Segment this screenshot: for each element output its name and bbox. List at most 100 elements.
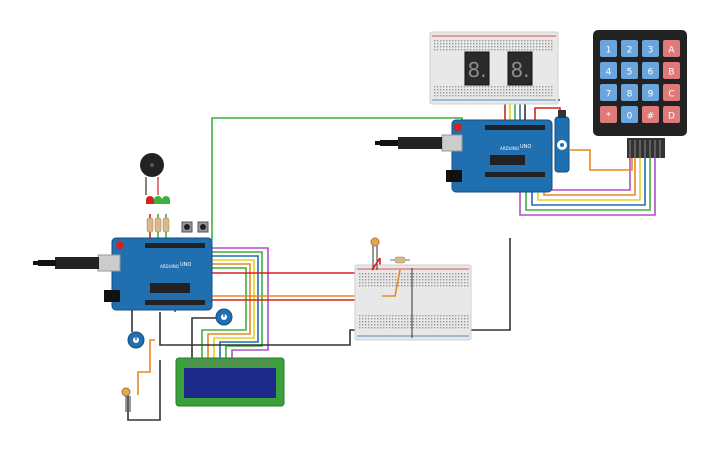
- wire-black-gnd[interactable]: [159, 238, 511, 346]
- reset-button[interactable]: [454, 123, 462, 131]
- keypad-key[interactable]: [642, 106, 659, 123]
- photoresistor-bb[interactable]: [370, 237, 380, 270]
- keypad-key[interactable]: [621, 62, 638, 79]
- wire-bb-orange[interactable]: [382, 269, 401, 297]
- resistors-led[interactable]: [146, 217, 170, 233]
- breadboard-hole: [404, 282, 406, 284]
- breadboard-hole: [443, 276, 445, 278]
- keypad-key[interactable]: [621, 84, 638, 101]
- wire-pot-orange[interactable]: [137, 339, 155, 395]
- center-breadboard[interactable]: [354, 264, 472, 341]
- keypad-key[interactable]: [642, 62, 659, 79]
- breadboard-hole: [437, 92, 439, 94]
- wire-lcd-3[interactable]: [210, 255, 259, 362]
- breadboard-hole: [449, 49, 451, 51]
- arduino-right[interactable]: UNO ARDUINO: [441, 119, 553, 193]
- breadboard-hole: [365, 318, 367, 320]
- breadboard-hole: [461, 321, 463, 323]
- breadboard-hole: [407, 276, 409, 278]
- breadboard-hole: [476, 89, 478, 91]
- push-buttons[interactable]: [181, 221, 209, 233]
- breadboard-hole: [374, 315, 376, 317]
- wire-red-power[interactable]: [189, 258, 381, 285]
- breadboard-hole: [440, 273, 442, 275]
- led-red[interactable]: [146, 196, 154, 204]
- breadboard-hole: [440, 324, 442, 326]
- keypad-key[interactable]: [600, 84, 617, 101]
- breadboard-hole: [500, 86, 502, 88]
- keypad-key[interactable]: [600, 62, 617, 79]
- breadboard-hole: [452, 86, 454, 88]
- keypad-key[interactable]: [621, 106, 638, 123]
- breadboard-hole: [482, 49, 484, 51]
- keypad-key[interactable]: [600, 106, 617, 123]
- top-breadboard[interactable]: [429, 31, 559, 105]
- breadboard-hole: [446, 43, 448, 45]
- servo-motor[interactable]: [554, 110, 570, 173]
- photoresistor[interactable]: [121, 387, 131, 412]
- led-green-2[interactable]: [162, 196, 170, 204]
- breadboard-hole: [380, 321, 382, 323]
- breadboard-hole: [380, 282, 382, 284]
- power-jack: [104, 290, 120, 302]
- wire-keypad-2[interactable]: [525, 158, 651, 211]
- breadboard-hole: [431, 321, 433, 323]
- breadboard-hole: [446, 46, 448, 48]
- breadboard-hole: [461, 282, 463, 284]
- wire-photoresistor[interactable]: [127, 360, 161, 421]
- breadboard-hole: [446, 282, 448, 284]
- breadboard-hole: [449, 282, 451, 284]
- wire-pot2-black[interactable]: [191, 317, 222, 362]
- wire-bb-red[interactable]: [371, 257, 381, 271]
- lcd-pin: [200, 360, 203, 365]
- breadboard-hole: [464, 86, 466, 88]
- breadboard-hole: [428, 273, 430, 275]
- keypad-key-label: D: [668, 112, 675, 122]
- keypad-key[interactable]: [642, 84, 659, 101]
- breadboard-hole: [485, 40, 487, 42]
- led-green-1[interactable]: [154, 196, 162, 204]
- keypad-key[interactable]: [600, 40, 617, 57]
- potentiometer-1[interactable]: [127, 331, 145, 349]
- breadboard-hole: [437, 279, 439, 281]
- wire-lcd-4[interactable]: [210, 259, 255, 362]
- wire-servo-orange[interactable]: [570, 149, 633, 171]
- breadboard-hole: [443, 273, 445, 275]
- keypad-key[interactable]: [642, 40, 659, 57]
- breadboard-hole: [518, 92, 520, 94]
- breadboard-hole: [548, 92, 550, 94]
- breadboard-hole: [428, 315, 430, 317]
- reset-button[interactable]: [116, 241, 124, 249]
- wire-green-link[interactable]: [211, 117, 463, 240]
- resistor-bb[interactable]: [390, 256, 410, 264]
- wire-lcd-2[interactable]: [210, 251, 263, 362]
- arduino-left[interactable]: UNO ARDUINO: [97, 237, 213, 311]
- breadboard-hole: [362, 273, 364, 275]
- breadboard-hole: [530, 49, 532, 51]
- wire-lcd-6[interactable]: [201, 267, 247, 362]
- wire-keypad-4[interactable]: [537, 158, 641, 201]
- keypad-key-label: 5: [627, 68, 633, 78]
- piezo-buzzer[interactable]: [140, 153, 164, 195]
- keypad-key[interactable]: [621, 40, 638, 57]
- breadboard-hole: [506, 89, 508, 91]
- keypad-key[interactable]: [663, 40, 680, 57]
- wire-lcd-5[interactable]: [207, 263, 251, 362]
- breadboard-hole: [377, 321, 379, 323]
- potentiometer-2[interactable]: [215, 308, 233, 326]
- keypad-key[interactable]: [663, 62, 680, 79]
- lcd-screen: [184, 368, 276, 398]
- wire-keypad-1[interactable]: [519, 158, 656, 216]
- breadboard-hole: [461, 279, 463, 281]
- breadboard-hole: [437, 95, 439, 97]
- lcd-display[interactable]: [175, 357, 285, 407]
- breadboard-hole: [485, 43, 487, 45]
- breadboard-hole: [407, 279, 409, 281]
- breadboard-hole: [440, 321, 442, 323]
- keypad-key[interactable]: [663, 84, 680, 101]
- breadboard-hole: [401, 327, 403, 329]
- breadboard-hole: [368, 321, 370, 323]
- keypad-key[interactable]: [663, 106, 680, 123]
- wire-lcd-1[interactable]: [210, 247, 269, 362]
